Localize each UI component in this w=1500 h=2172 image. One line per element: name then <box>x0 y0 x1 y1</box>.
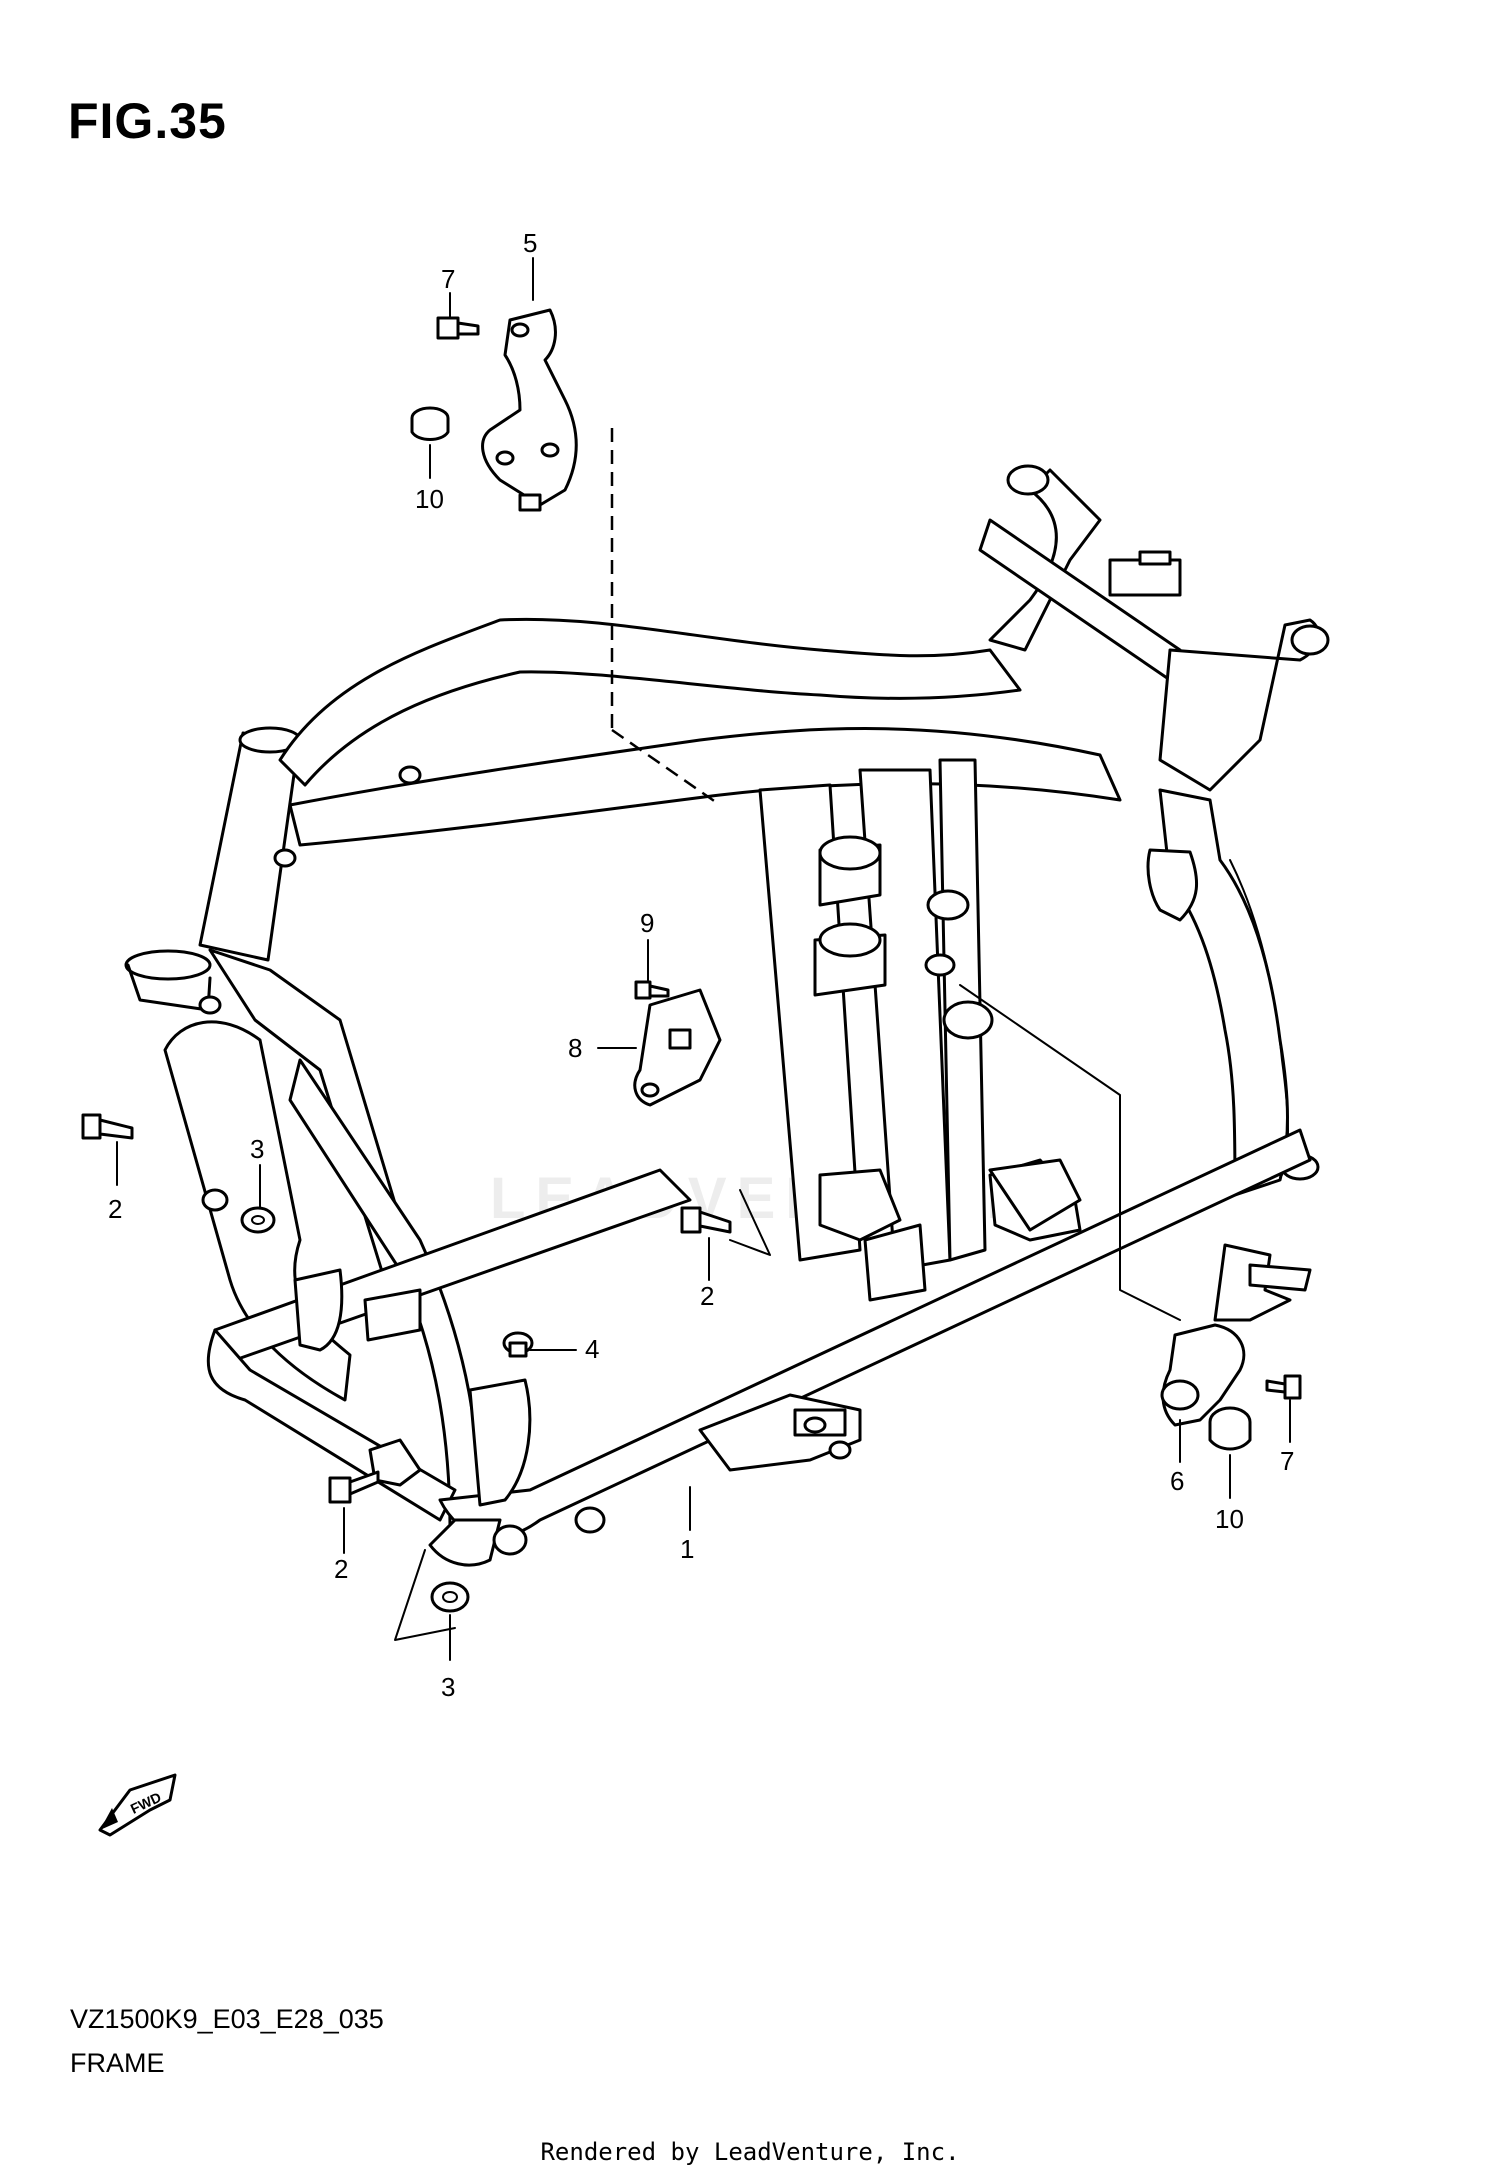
bracket-part-8 <box>633 988 722 1107</box>
bolt-part-7-right <box>1265 1374 1302 1400</box>
callout-7-right: 7 <box>1280 1446 1294 1476</box>
callout-4: 4 <box>585 1334 599 1364</box>
callout-2-center: 2 <box>700 1281 714 1311</box>
nut-part-10-right <box>1208 1406 1252 1451</box>
callout-5-top: 5 <box>523 228 537 258</box>
footer-credit: Rendered by LeadVenture, Inc. <box>540 2138 960 2166</box>
bracket-part-6 <box>1160 1243 1312 1427</box>
callout-8: 8 <box>568 1033 582 1063</box>
callout-6: 6 <box>1170 1466 1184 1496</box>
model-code: VZ1500K9_E03_E28_035 <box>70 2004 384 2034</box>
nut-part-10-top <box>410 406 450 441</box>
figure-caption: FRAME <box>70 2048 165 2078</box>
bolt-part-7-top <box>436 316 480 340</box>
frame-part <box>124 464 1330 1567</box>
bolt-part-2-bottom <box>328 1470 380 1504</box>
callout-10-right: 10 <box>1215 1504 1244 1534</box>
nut-part-3-left <box>240 1206 276 1234</box>
bolt-part-2-left <box>81 1113 134 1140</box>
callout-2-left: 2 <box>108 1194 122 1224</box>
callout-2-bottom: 2 <box>334 1554 348 1584</box>
fwd-arrow-icon: FWD <box>98 1773 177 1837</box>
callout-1: 1 <box>680 1534 694 1564</box>
plug-part-4 <box>502 1331 534 1358</box>
figure-title: FIG.35 <box>68 93 227 149</box>
callout-3-bottom: 3 <box>441 1672 455 1702</box>
bolt-part-9 <box>634 980 670 1000</box>
callout-3-left: 3 <box>250 1134 264 1164</box>
callout-7-top: 7 <box>441 264 455 294</box>
callout-9: 9 <box>640 908 654 938</box>
bolt-part-2-center <box>680 1206 732 1234</box>
nut-part-3-bottom <box>430 1581 470 1613</box>
callout-leaders <box>116 257 1291 1661</box>
leader-line-6 <box>959 984 1181 1321</box>
bracket-part-5 <box>481 308 578 512</box>
callout-10-top: 10 <box>415 484 444 514</box>
